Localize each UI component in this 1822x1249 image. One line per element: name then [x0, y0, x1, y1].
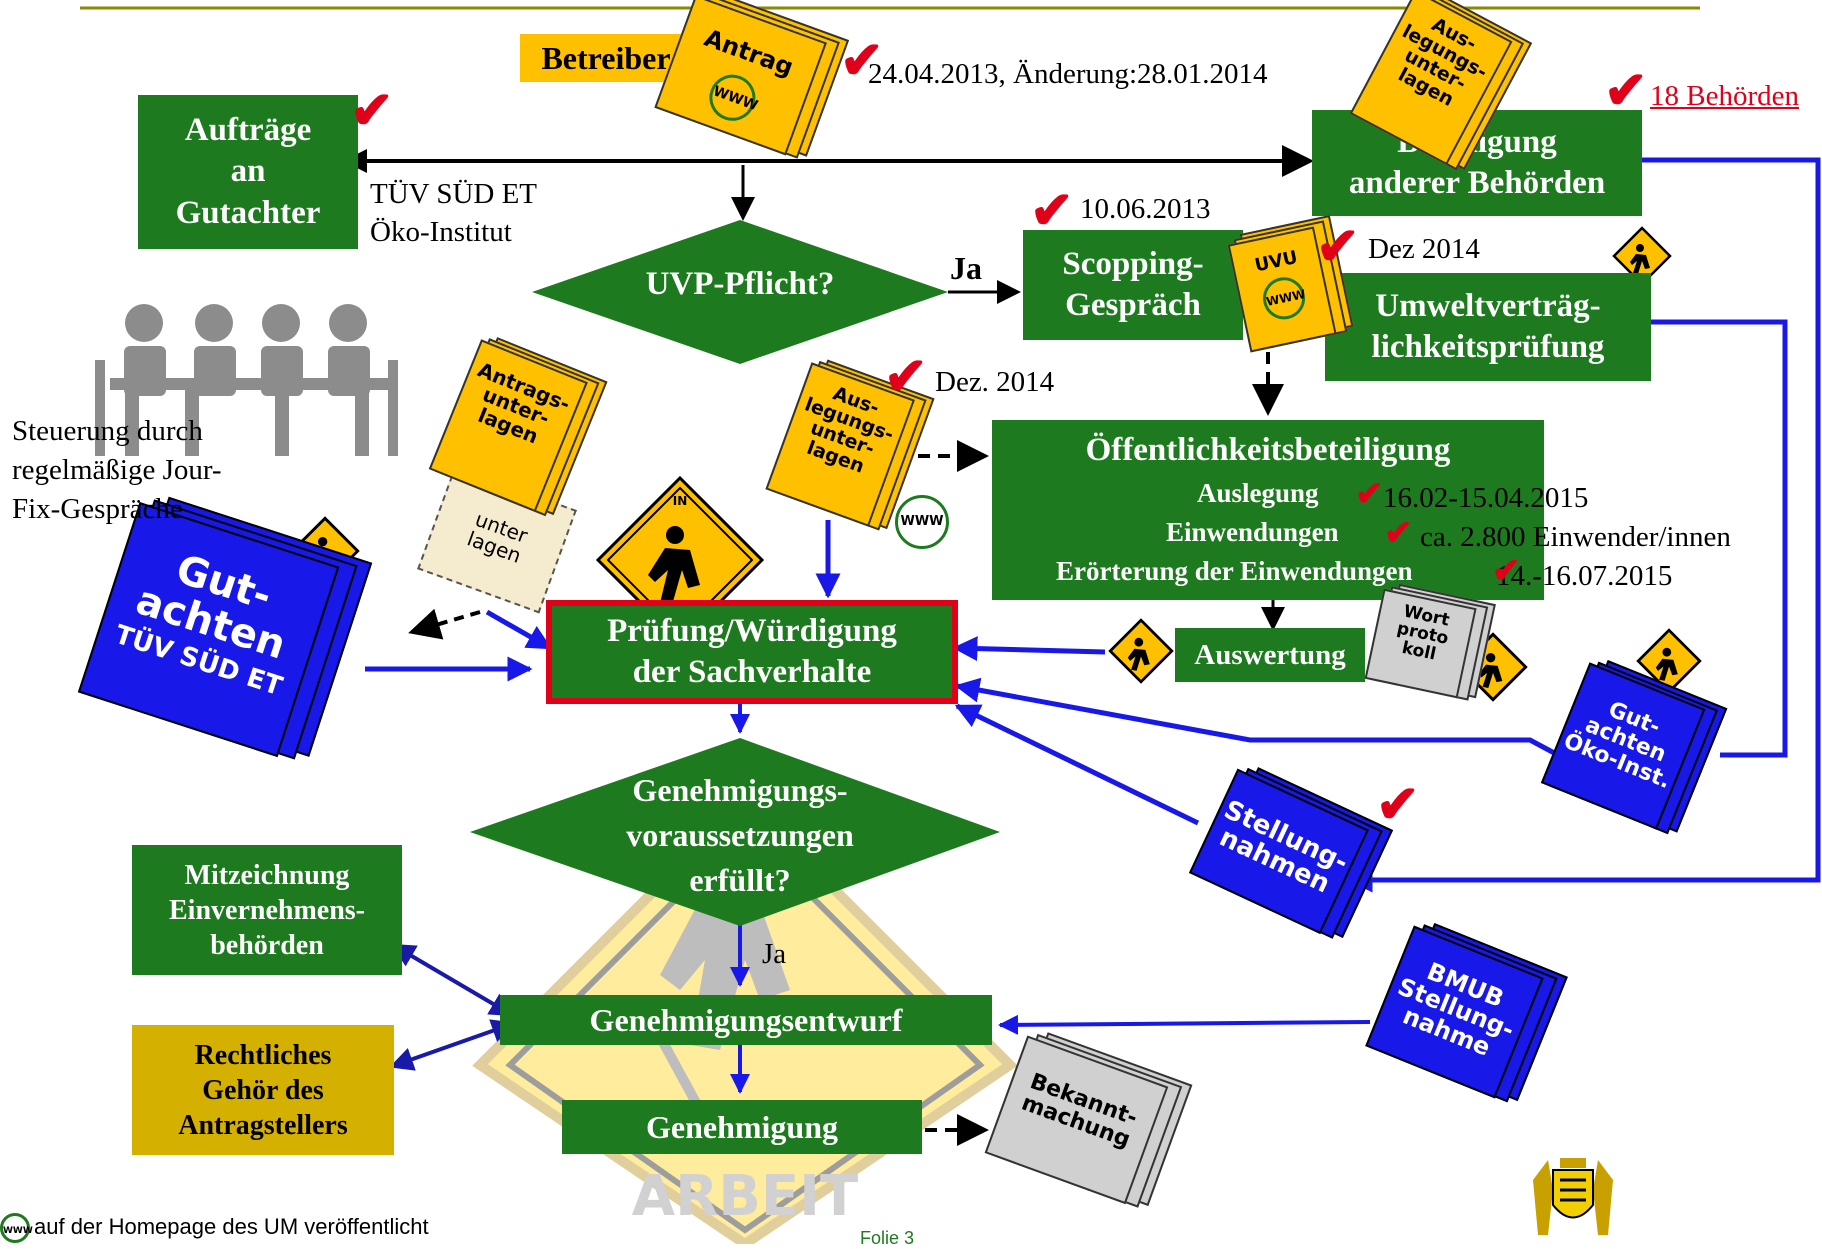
check-icon: ✔: [1384, 515, 1413, 552]
einwendungen-label: Einwendungen: [1166, 517, 1339, 547]
oeffentlichkeit-box: Öffentlichkeitsbeteiligung: [992, 420, 1544, 600]
check-icon: ✔: [1355, 476, 1384, 513]
line-umwelt-oeko: [1651, 319, 1788, 758]
arrow-bmub-entwurf: [998, 1014, 1371, 1035]
scopping-box: Scopping-Gespräch: [1023, 230, 1243, 340]
scopping-date-label: 10.06.2013: [1080, 193, 1211, 225]
coat-of-arms-logo: [1518, 1150, 1628, 1240]
oeko-label: Öko-Institut: [370, 216, 512, 248]
auslegung-date-label: 16.02-15.04.2015: [1383, 482, 1589, 514]
genehmigungsvoraussetzungen-label: Genehmigungs- voraussetzungen erfüllt?: [626, 772, 854, 898]
uvp-label: UVP-Pflicht?: [645, 266, 835, 302]
check-icon: ✔: [1376, 777, 1420, 834]
tuev-label: TÜV SÜD ET: [370, 178, 538, 210]
einwender-label: ca. 2.800 Einwender/innen: [1420, 521, 1731, 553]
eroerterung-date-label: 14.-16.07.2015: [1496, 560, 1673, 592]
auslegung-label: Auslegung: [1197, 478, 1319, 508]
uvu-date-label: Dez 2014: [1368, 233, 1480, 265]
svg-text:ARBEIT: ARBEIT: [632, 1164, 858, 1229]
antrag-date-label: 24.04.2013, Änderung:28.01.2014: [868, 58, 1268, 90]
www-icon: WWW: [1239, 269, 1330, 328]
construction-sign-icon: [1612, 226, 1672, 286]
genehmigungsvoraussetzungen-diamond: [470, 738, 1000, 926]
betreiber-box: Betreiber: [520, 34, 692, 82]
arrow-mitzeichnung-entwurf: [391, 943, 514, 1017]
arrow-auswertung-pruefung: [952, 636, 1106, 662]
auswertung-box: Auswertung: [1175, 628, 1365, 682]
check-icon: ✔: [350, 83, 394, 140]
arrow-antragsunterlagen-gutachten: [408, 608, 481, 640]
uvp-diamond: [532, 220, 948, 364]
check-icon: ✔: [1604, 63, 1648, 120]
check-icon: ✔: [1492, 553, 1521, 590]
check-icon: ✔: [884, 349, 928, 406]
ja-upper-label: Ja: [950, 250, 982, 286]
check-icon: ✔: [1316, 219, 1360, 276]
genehmigungsentwurf-box: Genehmigungsentwurf: [500, 995, 992, 1045]
footer-note: auf der Homepage des UM veröffentlicht: [34, 1214, 429, 1239]
arrow-rechtliches-entwurf: [389, 1019, 516, 1071]
arrow-antrag-pruefung: [485, 609, 553, 651]
line-beteiligung-stellung: [1347, 157, 1821, 893]
check-icon: ✔: [1030, 183, 1074, 240]
construction-sign-icon: [1108, 618, 1174, 684]
svg-text:IN: IN: [673, 494, 688, 508]
arrow-stellung-pruefung: [954, 703, 1200, 826]
dez-2014-label: Dez. 2014: [935, 366, 1055, 398]
umwelt-box: Umweltverträg-lichkeitsprüfung: [1325, 273, 1651, 381]
ja-lower-label: Ja: [762, 938, 787, 970]
eroerterung-label: Erörterung der Einwendungen: [1056, 556, 1413, 586]
www-icon: WWW: [895, 495, 949, 549]
www-icon: WWW: [0, 1213, 33, 1243]
meeting-icon: [95, 304, 398, 456]
slide-number: Folie 3: [860, 1228, 915, 1248]
check-icon: ✔: [840, 33, 884, 90]
arrow-oeko-pruefung: [954, 677, 1560, 758]
behoerden-link[interactable]: 18 Behörden: [1650, 80, 1799, 112]
genehmigung-box: Genehmigung: [562, 1100, 922, 1154]
